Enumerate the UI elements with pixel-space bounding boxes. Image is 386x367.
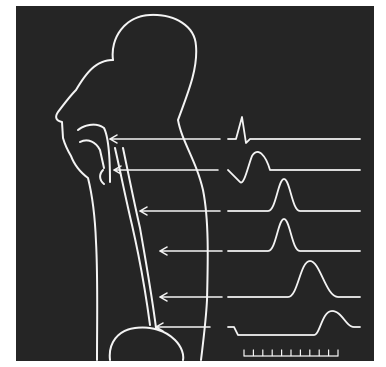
image-frame — [0, 0, 386, 367]
oscilloscope-diagram — [0, 0, 386, 367]
